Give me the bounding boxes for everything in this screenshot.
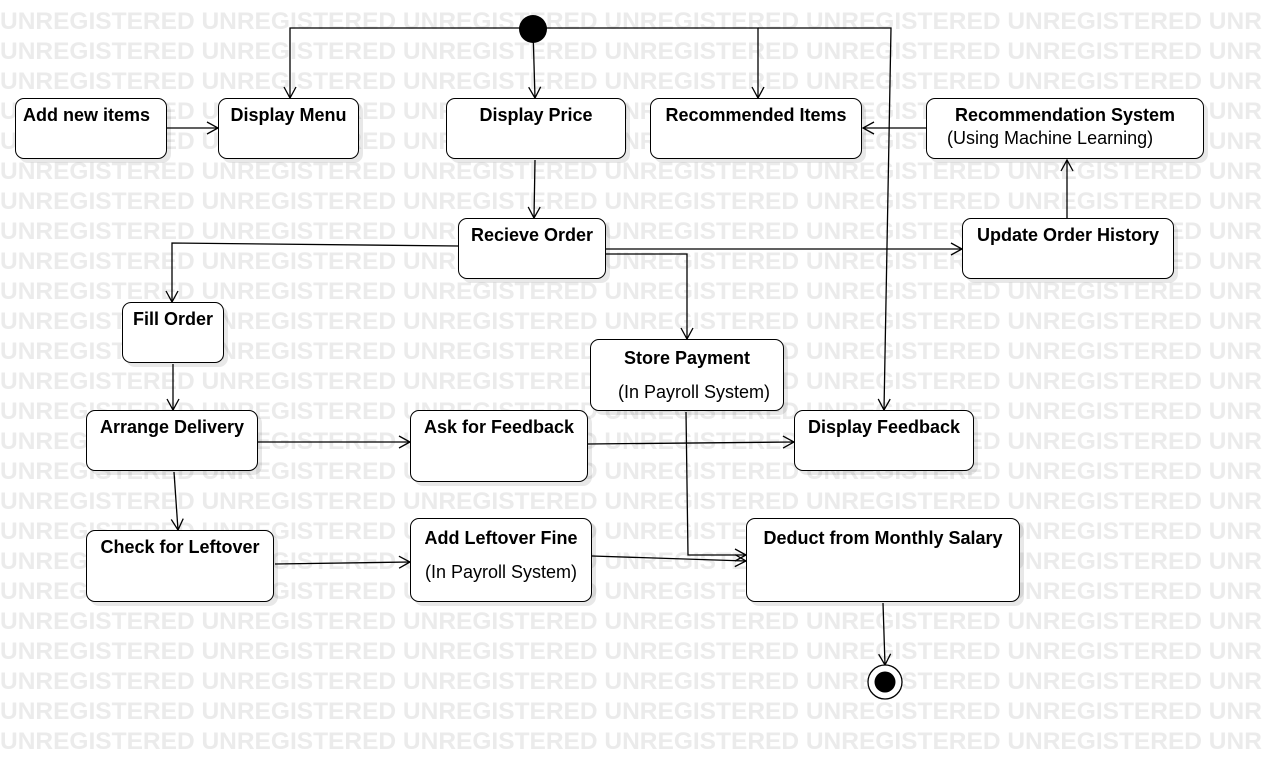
- edge-display-price-to-recieve-order: [527, 159, 541, 220]
- start-node: [519, 15, 547, 43]
- node-arrange-delivery[interactable]: Arrange Delivery: [86, 410, 258, 471]
- node-recieve-order-label: Recieve Order: [470, 225, 594, 245]
- node-recommended-items[interactable]: Recommended Items: [650, 98, 862, 159]
- node-fill-order-label: Fill Order: [132, 309, 213, 329]
- node-store-payment[interactable]: Store Payment (In Payroll System): [590, 339, 784, 411]
- edge-arrange-to-check-leftover: [170, 471, 184, 532]
- node-recommendation-system-sublabel: (Using Machine Learning): [947, 128, 1154, 148]
- edge-add-fine-to-deduct: [591, 554, 748, 568]
- node-fill-order[interactable]: Fill Order: [122, 302, 224, 363]
- node-add-new-items-label: Add new items: [23, 105, 151, 125]
- node-display-price[interactable]: Display Price: [446, 98, 626, 159]
- edge-check-to-add-fine: [274, 555, 412, 569]
- node-display-feedback-label: Display Feedback: [807, 417, 961, 437]
- node-store-payment-sublabel: (In Payroll System): [617, 382, 771, 402]
- node-add-leftover-fine[interactable]: Add Leftover Fine (In Payroll System): [410, 518, 592, 602]
- edge-ask-to-display-feedback: [587, 435, 796, 449]
- edge-start-to-display-menu: [283, 27, 533, 100]
- node-deduct-from-monthly-salary-label: Deduct from Monthly Salary: [763, 528, 1003, 548]
- node-add-new-items[interactable]: Add new items: [15, 98, 167, 159]
- node-store-payment-label: Store Payment: [623, 348, 751, 368]
- node-add-leftover-fine-sublabel: (In Payroll System): [424, 562, 578, 582]
- node-display-price-label: Display Price: [479, 105, 593, 125]
- node-add-leftover-fine-label: Add Leftover Fine: [424, 528, 578, 548]
- node-check-for-leftover-label: Check for Leftover: [100, 537, 260, 557]
- node-arrange-delivery-label: Arrange Delivery: [99, 417, 245, 437]
- edge-deduct-to-end: [878, 602, 892, 667]
- node-recommendation-system[interactable]: Recommendation System (Using Machine Lea…: [926, 98, 1204, 159]
- node-recommendation-system-label: Recommendation System: [954, 105, 1176, 125]
- node-recieve-order[interactable]: Recieve Order: [458, 218, 606, 279]
- edge-store-payment-to-deduct: [685, 411, 748, 562]
- node-check-for-leftover[interactable]: Check for Leftover: [86, 530, 274, 602]
- edge-start-to-display-feedback: [758, 27, 892, 412]
- node-recommended-items-label: Recommended Items: [665, 105, 847, 125]
- node-update-order-history[interactable]: Update Order History: [962, 218, 1174, 279]
- end-node-dot: [874, 671, 896, 693]
- node-ask-for-feedback-label: Ask for Feedback: [423, 417, 575, 437]
- node-display-menu[interactable]: Display Menu: [218, 98, 359, 159]
- edge-start-to-recommended-items: [533, 27, 765, 100]
- node-display-menu-label: Display Menu: [230, 105, 347, 125]
- node-ask-for-feedback[interactable]: Ask for Feedback: [410, 410, 588, 482]
- node-update-order-history-label: Update Order History: [976, 225, 1160, 245]
- edge-recieve-to-store-payment: [606, 253, 694, 341]
- edge-recieve-to-fill-order: [165, 242, 459, 304]
- node-display-feedback[interactable]: Display Feedback: [794, 410, 974, 471]
- node-deduct-from-monthly-salary[interactable]: Deduct from Monthly Salary: [746, 518, 1020, 602]
